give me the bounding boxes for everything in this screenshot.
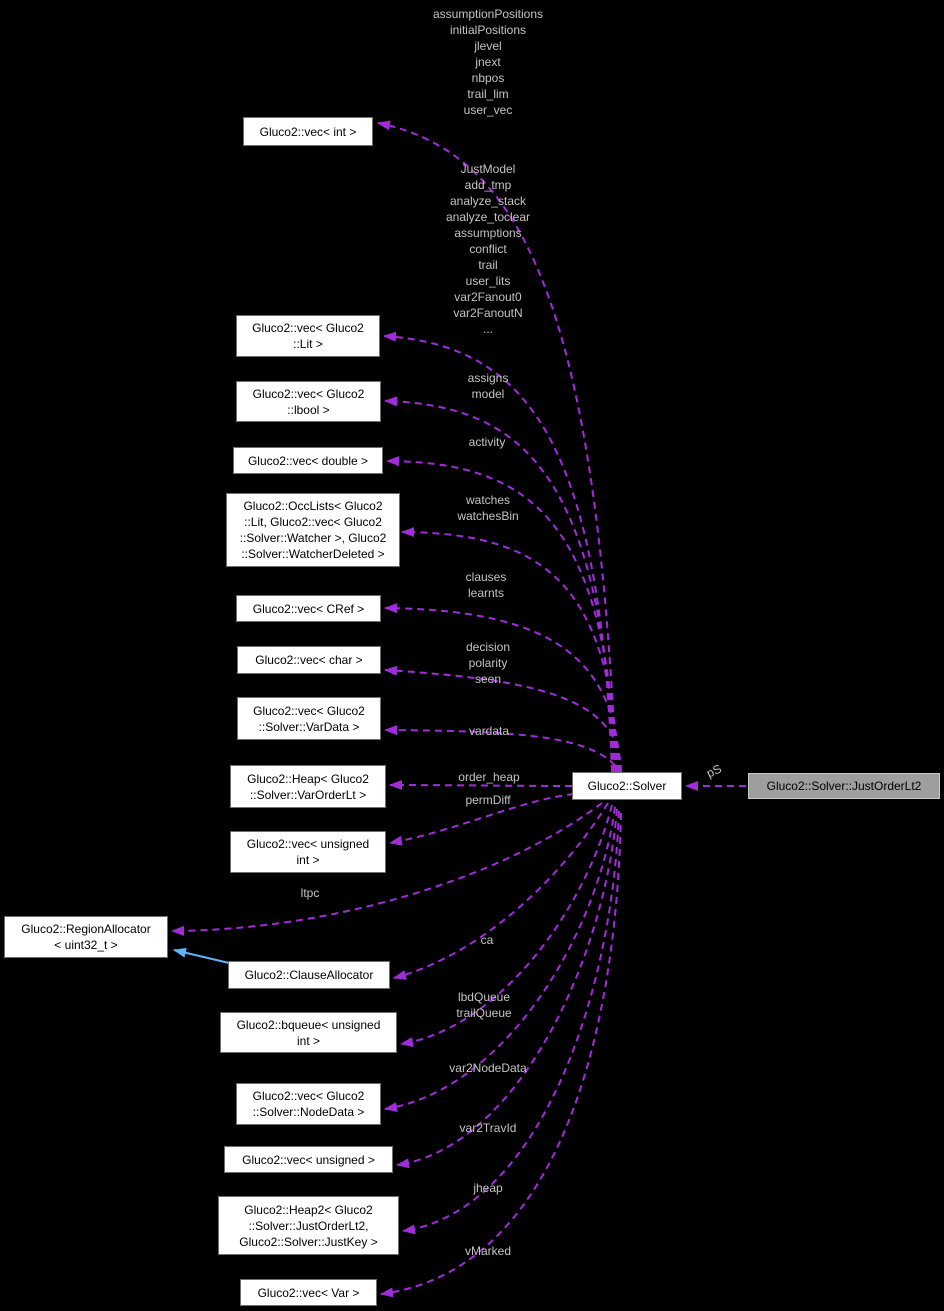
node-vec-vardata[interactable]: Gluco2::vec< Gluco2 ::Solver::VarData > — [237, 697, 381, 740]
edge-label-lbdqueue: lbdQueue trailQueue — [456, 990, 512, 1020]
edge-justmodel — [383, 331, 613, 773]
node-bqueue[interactable]: Gluco2::bqueue< unsigned int > — [220, 1012, 397, 1053]
node-solver[interactable]: Gluco2::Solver — [572, 772, 682, 800]
node-vec-unsigned[interactable]: Gluco2::vec< unsigned > — [224, 1146, 393, 1173]
node-vec-lit[interactable]: Gluco2::vec< Gluco2 ::Lit > — [236, 315, 380, 357]
node-occlists[interactable]: Gluco2::OccLists< Gluco2 ::Lit, Gluco2::… — [226, 493, 400, 567]
node-vec-lbool[interactable]: Gluco2::vec< Gluco2 ::lbool > — [236, 381, 381, 422]
edge-label-ca: ca — [480, 933, 494, 947]
edge-order-heap — [389, 780, 573, 791]
edge-permdiff — [389, 793, 575, 846]
edge-inheritance-clauseallocator-regionallocator — [173, 947, 230, 964]
node-vec-double[interactable]: Gluco2::vec< double > — [233, 447, 383, 474]
edge-var2travid — [396, 808, 618, 1169]
node-vec-cref[interactable]: Gluco2::vec< CRef > — [236, 595, 381, 622]
edge-label-decision: decision polarity seen — [465, 640, 511, 686]
edge-vardata — [384, 725, 623, 776]
edge-user-vec — [377, 120, 617, 773]
node-justorderlt2[interactable]: Gluco2::Solver::JustOrderLt2 — [748, 773, 940, 799]
node-vec-nodedata[interactable]: Gluco2::vec< Gluco2 ::Solver::NodeData > — [236, 1083, 381, 1125]
node-vec-char[interactable]: Gluco2::vec< char > — [237, 646, 381, 674]
edge-label-vardata: vardata — [468, 724, 510, 738]
edge-vmarked — [380, 812, 622, 1298]
edge-label-members-vec-lit: JustModel add_tmp analyze_stack analyze_… — [445, 162, 531, 336]
edge-label-jheap: jheap — [473, 1181, 503, 1195]
edge-label-members-vec-int: assumptionPositions initialPositions jle… — [432, 7, 544, 117]
edge-decision — [384, 665, 622, 773]
edge-label-vmarked: vMarked — [464, 1244, 512, 1258]
edge-label-var2travid: var2TravId — [459, 1121, 517, 1135]
edge-label-ltpc: ltpc — [300, 886, 320, 900]
edge-watches — [401, 527, 619, 773]
edge-label-permdiff: permDiff — [465, 793, 511, 807]
node-heap2[interactable]: Gluco2::Heap2< Gluco2 ::Solver::JustOrde… — [218, 1196, 399, 1255]
edge-lbdqueue — [400, 804, 613, 1048]
node-vec-unsigned-int[interactable]: Gluco2::vec< unsigned int > — [230, 831, 386, 873]
edge-label-order-heap: order_heap — [458, 770, 520, 784]
edge-label-watches: watches watchesBin — [457, 493, 519, 523]
edge-clauses — [384, 603, 621, 773]
edge-label-activity: activity — [468, 435, 506, 449]
edge-ltpc — [171, 802, 603, 936]
edge-label-var2nodedata: var2NodeData — [449, 1061, 527, 1075]
edge-activity — [386, 456, 617, 773]
edge-jheap — [402, 810, 620, 1235]
node-heap-varorderlt[interactable]: Gluco2::Heap< Gluco2 ::Solver::VarOrderL… — [230, 765, 386, 808]
node-vec-int[interactable]: Gluco2::vec< int > — [243, 117, 373, 146]
edge-label-clauses-learnts: clauses learnts — [465, 570, 507, 600]
edge-label-assigns-model: assigns model — [467, 371, 509, 401]
node-regionallocator[interactable]: Gluco2::RegionAllocator < uint32_t > — [4, 916, 168, 958]
edge-var2nodedata — [384, 806, 616, 1113]
node-vec-var[interactable]: Gluco2::vec< Var > — [240, 1279, 377, 1306]
node-clauseallocator[interactable]: Gluco2::ClauseAllocator — [228, 961, 390, 989]
